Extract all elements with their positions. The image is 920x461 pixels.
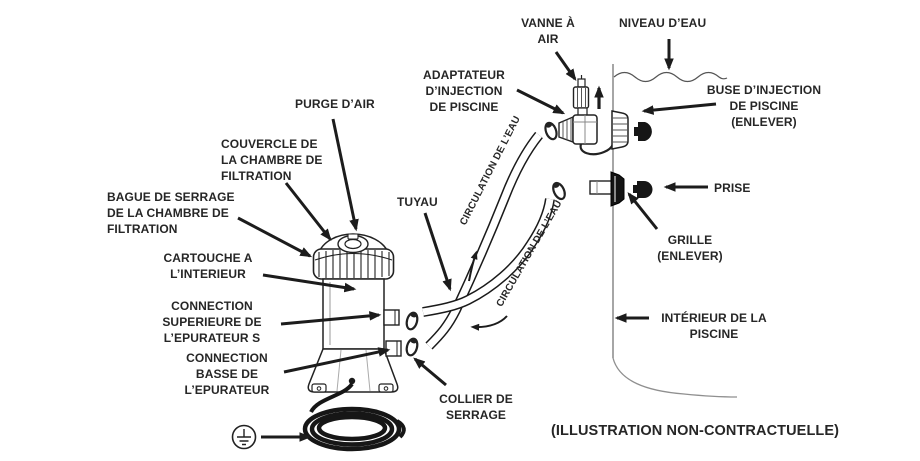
label-couvercle: COUVERCLE DE LA CHAMBRE DE FILTRATION <box>221 137 323 183</box>
hose-outlet <box>425 131 543 350</box>
label-adaptateur: ADAPTATEUR D’INJECTION DE PISCINE <box>423 68 505 114</box>
label-tuyau: TUYAU <box>397 195 438 209</box>
injection-nozzle <box>611 110 629 150</box>
label-arrows <box>237 39 717 442</box>
water-level-line <box>613 71 728 83</box>
ground-symbol-icon <box>231 424 257 450</box>
hose-inlet <box>422 198 555 317</box>
label-collier-serrage: COLLIER DE SERRAGE <box>439 392 513 422</box>
filter-pump <box>307 233 402 393</box>
label-interieur-piscine: INTÉRIEUR DE LA PISCINE <box>661 311 767 341</box>
intake-fitting <box>589 171 625 207</box>
flow-arrows <box>468 85 604 331</box>
label-bague-serrage: BAGUE DE SERRAGE DE LA CHAMBRE DE FILTRA… <box>107 190 235 236</box>
hose-clamps <box>405 121 566 357</box>
power-cord-coil <box>302 382 406 452</box>
intake-plug <box>633 181 653 198</box>
illustration-note: (ILLUSTRATION NON-CONTRACTUELLE) <box>551 423 840 439</box>
label-buse-injection: BUSE D’INJECTION DE PISCINE (ENLEVER) <box>706 83 822 129</box>
label-cartouche: CARTOUCHE A L’INTERIEUR <box>163 251 253 281</box>
injection-adapter <box>558 107 615 156</box>
nozzle-plug <box>634 122 652 141</box>
label-connection-superieure: CONNECTION SUPERIEURE DE L’EPURATEUR S <box>162 299 262 345</box>
label-niveau-eau: NIVEAU D’EAU <box>619 16 707 30</box>
label-connection-basse: CONNECTION BASSE DE L’EPURATEUR <box>184 351 270 397</box>
label-grille: GRILLE (ENLEVER) <box>657 233 723 263</box>
label-purge-air: PURGE D’AIR <box>295 97 375 111</box>
air-valve <box>572 75 590 109</box>
label-vanne-air: VANNE À AIR <box>521 16 575 46</box>
label-prise: PRISE <box>714 181 751 195</box>
